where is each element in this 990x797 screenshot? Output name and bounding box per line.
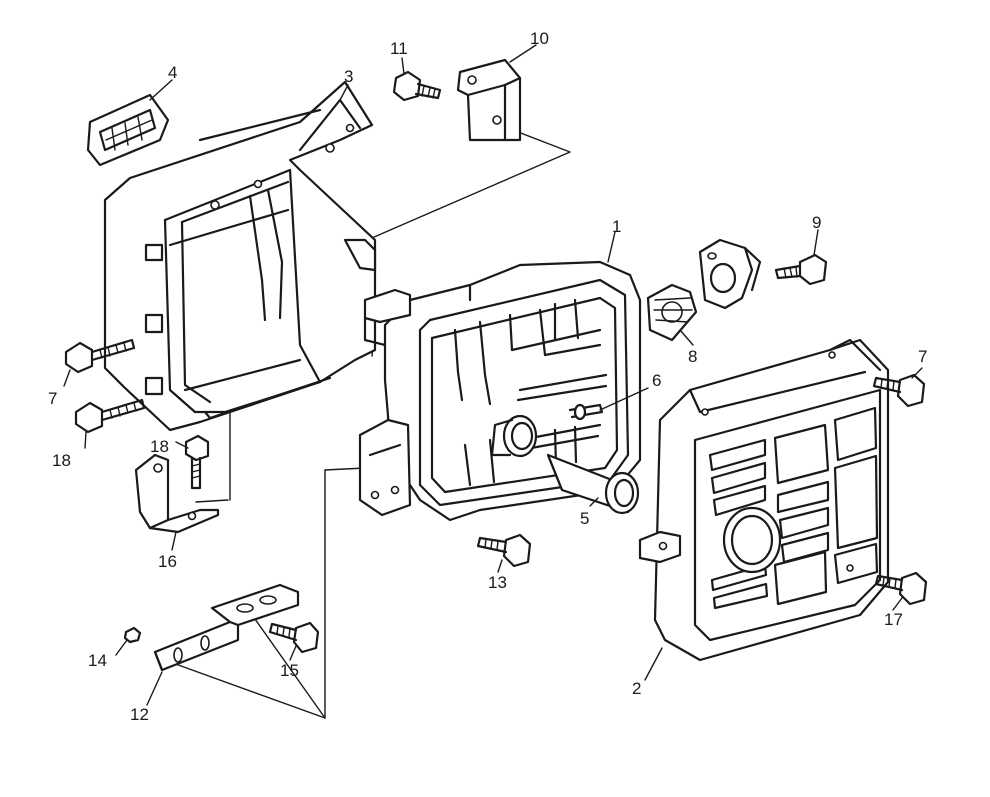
muffler-body	[363, 260, 642, 522]
top-bracket	[456, 58, 522, 142]
bolt-9	[774, 253, 828, 286]
label-part-15: 15	[280, 661, 299, 680]
label-part-8: 8	[688, 347, 697, 366]
label-part-2: 2	[632, 679, 641, 698]
label-part-12: 12	[130, 705, 149, 724]
guard-cover	[638, 338, 890, 662]
bolt-17	[874, 571, 928, 606]
muffler-cover	[103, 80, 377, 432]
part-labels: 1 2 3 4 5 6 7 7 8 9 10 11 12 13 14 15 16…	[48, 29, 927, 724]
exhaust-flange	[698, 238, 762, 310]
label-part-13: 13	[488, 573, 507, 592]
label-part-6: 6	[652, 371, 661, 390]
label-leaders	[63, 44, 923, 706]
bolt-7-left	[64, 338, 136, 374]
label-part-10: 10	[530, 29, 549, 48]
label-part-17: 17	[884, 610, 903, 629]
label-part-14: 14	[88, 651, 107, 670]
bolt-7-right	[872, 373, 926, 408]
bracket-16	[134, 453, 220, 534]
label-part-7-right: 7	[918, 347, 927, 366]
lower-mounting-plate	[358, 418, 412, 517]
nut-14	[123, 626, 142, 644]
label-part-16: 16	[158, 552, 177, 571]
bolt-13	[476, 533, 532, 568]
tail-pipe	[546, 453, 640, 515]
label-part-1: 1	[612, 217, 621, 236]
cap-plate	[86, 93, 170, 167]
bolt-18-left	[74, 398, 146, 434]
bolt-15	[268, 621, 320, 654]
label-part-9: 9	[812, 213, 821, 232]
label-part-7-left: 7	[48, 389, 57, 408]
label-part-5: 5	[580, 509, 589, 528]
label-part-4: 4	[168, 63, 177, 82]
label-part-18-vertical: 18	[150, 437, 169, 456]
bolt-18-vertical	[184, 434, 210, 490]
bolt-11	[392, 70, 442, 102]
bracket-12	[153, 583, 300, 672]
gasket	[646, 283, 698, 342]
label-part-11: 11	[390, 39, 408, 58]
label-part-18-left: 18	[52, 451, 71, 470]
label-part-3: 3	[344, 67, 353, 86]
